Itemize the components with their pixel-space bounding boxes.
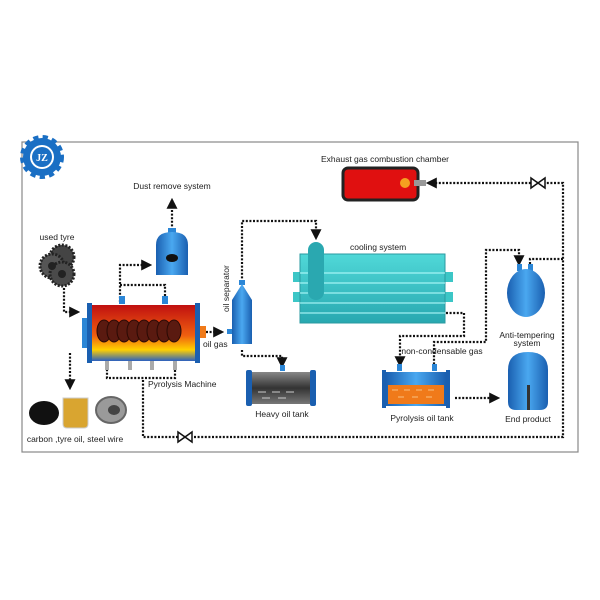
heavy-oil-tank — [246, 365, 316, 406]
oil-separator — [227, 280, 252, 344]
exhaust-combustion-chamber — [341, 166, 426, 202]
anti-tempering-label: Anti-tempering — [499, 330, 555, 340]
jz-logo: JZ — [20, 135, 64, 179]
end-product-vessel — [508, 352, 548, 410]
oil-separator-label: oil separator — [221, 265, 231, 312]
dust-remove-vessel — [156, 228, 188, 275]
products-label: carbon ,tyre oil, steel wire — [27, 434, 124, 444]
anti-tempering-label-2: system — [514, 338, 541, 348]
used-tyre-label: used tyre — [40, 232, 75, 242]
pyrolysis-machine — [82, 296, 206, 370]
heavy-oil-tank-label: Heavy oil tank — [255, 409, 309, 419]
exhaust-chamber-label: Exhaust gas combustion chamber — [321, 154, 449, 164]
pyrolysis-machine-label: Pyrolysis Machine — [148, 379, 217, 389]
valve-icon[interactable] — [177, 430, 193, 444]
anti-tempering-system — [507, 264, 545, 317]
pyrolysis-oil-tank — [382, 364, 450, 408]
end-product-label: End product — [505, 414, 551, 424]
products-icons — [29, 396, 127, 429]
dust-remove-label: Dust remove system — [133, 181, 210, 191]
svg-text:JZ: JZ — [36, 153, 48, 164]
cooling-system-label: cooling system — [350, 242, 406, 252]
valve-icon[interactable] — [530, 176, 546, 190]
used-tyre-icon — [38, 243, 76, 288]
oil-gas-label: oil gas — [203, 339, 228, 349]
cooling-system — [293, 242, 453, 324]
pyrolysis-oil-tank-label: Pyrolysis oil tank — [390, 413, 454, 423]
non-condensable-gas-label: non-condensable gas — [401, 346, 482, 356]
